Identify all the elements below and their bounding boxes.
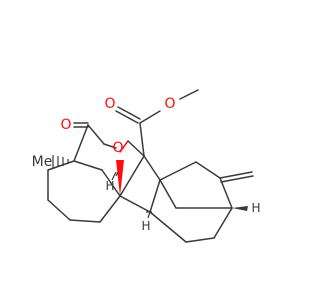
lactone-bridge [103, 140, 145, 196]
bond-lactone-c-ring [87, 124, 105, 145]
bond-b3 [119, 195, 151, 213]
bond-ester-c-o [139, 110, 161, 124]
ester-group [115, 89, 199, 157]
bond-lactone-o-c [119, 140, 129, 153]
ring-b [119, 155, 161, 213]
ring-c [149, 161, 233, 243]
h-right-wedge [232, 206, 248, 211]
h-upper-hash [111, 171, 119, 181]
h-upper-label: H [105, 179, 114, 193]
ester-o-single-label: O [164, 96, 175, 112]
methyl-label: Me [32, 154, 53, 170]
bond-ester-to-ring [139, 122, 145, 157]
bond-c2 [195, 161, 221, 179]
bond-a8 [73, 160, 103, 171]
molecule-structure: O O O O Me H H H [32, 89, 261, 243]
bond-b4 [119, 155, 145, 197]
bond-methylene-a [219, 171, 253, 179]
methyl-hash [52, 155, 69, 168]
bond-c4 [213, 207, 233, 239]
bond-c1 [159, 161, 197, 181]
bond-c3 [219, 177, 233, 209]
bond-ester-co-double-b [117, 106, 141, 120]
ring-a [47, 124, 121, 223]
bond-a7 [101, 169, 121, 197]
bond-lactone-o-left [103, 143, 117, 149]
ester-o-double-label: O [104, 96, 115, 112]
bond-b1 [143, 155, 161, 181]
bond-c5 [185, 237, 215, 243]
bond-c7 [159, 179, 177, 209]
bond-c6 [149, 211, 187, 243]
lactone-o-wedge [116, 160, 124, 196]
lactone-o-carbonyl-label: O [60, 117, 71, 133]
bond-methylene-b [220, 175, 254, 183]
bond-a4 [47, 199, 71, 221]
bond-b2 [149, 179, 161, 213]
bond-a6 [99, 195, 121, 223]
bond-ester-co-double-a [115, 110, 139, 124]
bond-a5 [69, 219, 101, 223]
bond-o-methyl [179, 89, 199, 100]
lactone-o-ring-label: O [112, 140, 123, 156]
h-right-label: H [251, 201, 260, 215]
methylene [219, 171, 254, 183]
bond-a2 [47, 160, 75, 171]
h-lower-label: H [141, 219, 150, 233]
bond-a1 [73, 124, 89, 162]
bond-lactone-bridge [127, 140, 145, 157]
lactone-carbonyl [73, 122, 105, 145]
